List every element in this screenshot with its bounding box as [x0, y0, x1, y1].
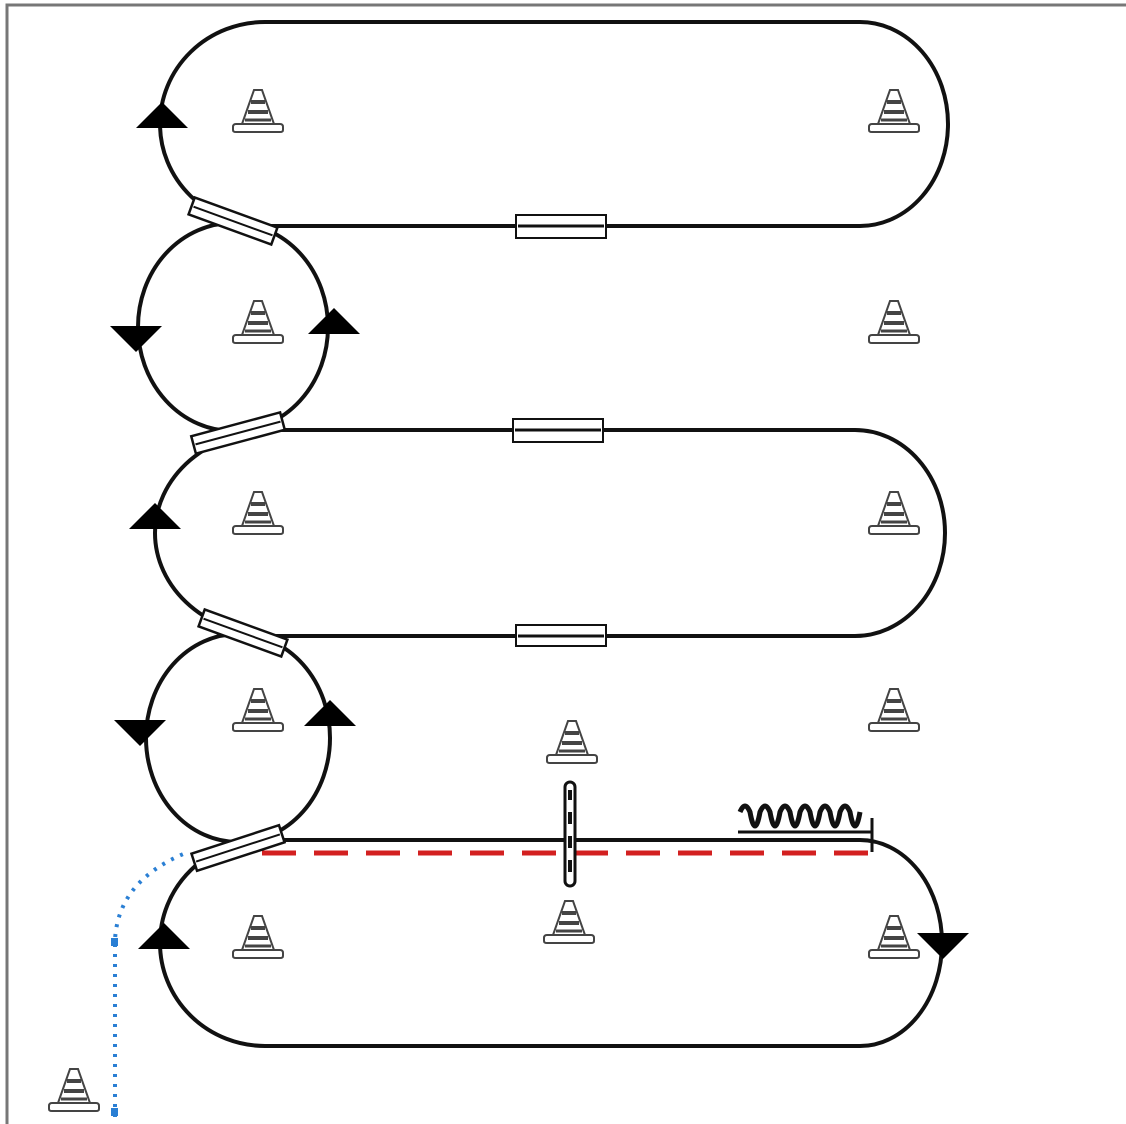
- cone-icon: [545, 719, 599, 765]
- arrow-down-icon: [110, 326, 162, 352]
- cone-icon: [231, 914, 285, 960]
- gate-icon: [515, 214, 607, 239]
- arrow-up-icon: [304, 700, 356, 726]
- track-loop-3: [158, 838, 944, 1048]
- entry-path: [113, 850, 189, 1117]
- connector-loop-2: [144, 632, 332, 844]
- arrow-down-icon: [917, 933, 969, 959]
- finish-post: [738, 818, 874, 852]
- gate-icon: [515, 624, 607, 647]
- spring-icon: [737, 803, 863, 829]
- track-loop-1: [158, 20, 950, 228]
- gate-icon: [186, 195, 280, 247]
- cone-icon: [231, 88, 285, 134]
- connector-loop-1: [136, 221, 330, 433]
- cone-icon: [231, 687, 285, 733]
- arrow-up-icon: [136, 102, 188, 128]
- arrow-up-icon: [308, 308, 360, 334]
- cone-icon: [231, 490, 285, 536]
- arrow-down-icon: [114, 720, 166, 746]
- cone-icon: [867, 299, 921, 345]
- cone-icon: [47, 1067, 101, 1113]
- arrow-up-icon: [129, 503, 181, 529]
- cone-icon: [867, 490, 921, 536]
- gate-icon: [189, 823, 287, 873]
- entry-path-marker: [111, 1108, 118, 1116]
- gate-icon: [196, 607, 290, 659]
- post-icon: [563, 780, 577, 888]
- cone-icon: [867, 914, 921, 960]
- frame-border: [5, 3, 1126, 1124]
- cone-icon: [867, 88, 921, 134]
- cone-icon: [542, 899, 596, 945]
- entry-path-marker: [111, 938, 118, 946]
- arrow-up-icon: [138, 923, 190, 949]
- cone-icon: [867, 687, 921, 733]
- cone-icon: [231, 299, 285, 345]
- gate-icon: [189, 410, 287, 456]
- gate-icon: [512, 418, 604, 443]
